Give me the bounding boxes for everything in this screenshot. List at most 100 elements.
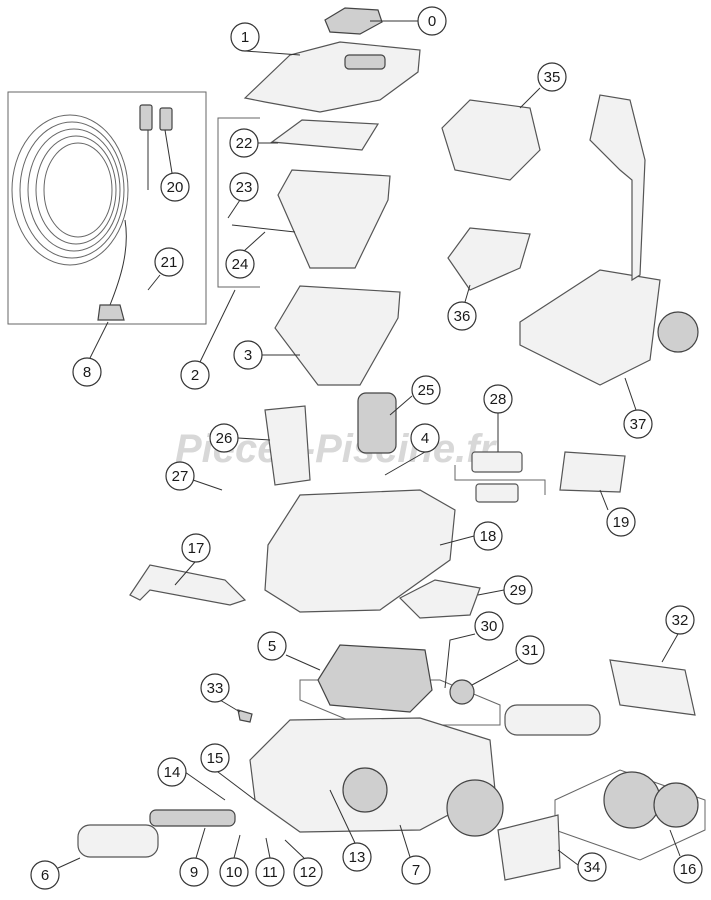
callout-35[interactable]: 35 xyxy=(519,62,567,109)
callout-8[interactable]: 8 xyxy=(72,321,109,387)
callout-10-number: 10 xyxy=(226,864,243,881)
callout-19[interactable]: 19 xyxy=(599,489,636,537)
callout-5[interactable]: 5 xyxy=(257,631,321,671)
callout-23-number: 23 xyxy=(236,179,253,196)
power-supply-drawing xyxy=(441,99,541,181)
callout-0-number: 0 xyxy=(428,13,436,30)
caddy-wheel-drawing xyxy=(657,311,699,353)
connector-drawing xyxy=(139,104,153,131)
callout-26-number: 26 xyxy=(216,430,233,447)
clip-b-drawing xyxy=(475,483,519,503)
callout-16[interactable]: 16 xyxy=(669,829,703,884)
callout-33[interactable]: 33 xyxy=(200,673,241,713)
callout-14[interactable]: 14 xyxy=(157,757,226,801)
flap-drawing xyxy=(497,814,561,881)
bracket-drawing xyxy=(559,451,626,493)
callout-24[interactable]: 24 xyxy=(225,231,266,279)
callout-30[interactable]: 30 xyxy=(444,611,504,689)
callout-29-number: 29 xyxy=(510,582,527,599)
callout-27[interactable]: 27 xyxy=(165,461,223,491)
axle-drawing xyxy=(149,809,236,827)
psu-base-drawing xyxy=(447,227,531,291)
gear-drawing xyxy=(449,679,475,705)
small-clip-drawing xyxy=(237,709,253,723)
track-wheel-drawing xyxy=(342,767,388,813)
callout-7[interactable]: 7 xyxy=(399,824,431,885)
clip-group-frame xyxy=(454,465,546,495)
callout-31[interactable]: 31 xyxy=(471,635,545,686)
callout-4-number: 4 xyxy=(421,430,429,447)
caddy-base-drawing xyxy=(519,269,661,386)
callout-12[interactable]: 12 xyxy=(284,839,323,887)
callout-23[interactable]: 23 xyxy=(227,172,259,219)
callout-8-number: 8 xyxy=(83,364,91,381)
top-handle-drawing xyxy=(324,7,383,35)
callout-6[interactable]: 6 xyxy=(30,857,81,890)
callout-13[interactable]: 13 xyxy=(329,789,372,872)
filter-basket-lower-drawing xyxy=(274,285,401,386)
callout-37[interactable]: 37 xyxy=(623,377,653,439)
callouts: 0 1 2 3 4 5 6 xyxy=(30,6,703,890)
connector-cap-drawing xyxy=(159,107,173,131)
callout-22[interactable]: 22 xyxy=(229,128,278,158)
impeller-drawing xyxy=(357,392,397,454)
callout-1-number: 1 xyxy=(241,29,249,46)
callout-9[interactable]: 9 xyxy=(179,827,209,887)
callout-5-number: 5 xyxy=(268,638,276,655)
cable-coil-drawing xyxy=(11,110,149,321)
callout-32-number: 32 xyxy=(672,612,689,629)
callout-7-number: 7 xyxy=(412,862,420,879)
part-drawings xyxy=(11,7,699,881)
side-handle-drawing xyxy=(129,564,247,606)
callout-9-number: 9 xyxy=(190,864,198,881)
callout-16-number: 16 xyxy=(680,861,697,878)
callout-36[interactable]: 36 xyxy=(447,284,477,331)
callout-35-number: 35 xyxy=(544,69,561,86)
drive-wheel-drawing xyxy=(446,779,504,837)
callout-28[interactable]: 28 xyxy=(483,384,513,452)
filter-group-frame xyxy=(217,117,260,288)
body-drawing xyxy=(264,489,456,613)
filter-cover-drawing xyxy=(264,405,311,486)
callout-2-number: 2 xyxy=(191,367,199,384)
wheel-tire-drawing xyxy=(653,782,699,828)
callout-37-number: 37 xyxy=(630,416,647,433)
callout-25[interactable]: 25 xyxy=(389,375,441,416)
callout-24-number: 24 xyxy=(232,256,249,273)
callout-32[interactable]: 32 xyxy=(661,605,695,663)
callout-11[interactable]: 11 xyxy=(255,837,285,887)
callout-27-number: 27 xyxy=(172,468,189,485)
callout-1[interactable]: 1 xyxy=(230,22,301,56)
motor-block-drawing xyxy=(317,644,433,713)
filter-basket-upper-drawing xyxy=(277,169,391,269)
cover-window-drawing xyxy=(344,54,386,70)
callout-34-number: 34 xyxy=(584,859,601,876)
callout-31-number: 31 xyxy=(522,642,539,659)
callout-2[interactable]: 2 xyxy=(180,289,236,390)
caddy-handle-drawing xyxy=(589,94,646,282)
callout-15[interactable]: 15 xyxy=(200,743,256,801)
callout-4[interactable]: 4 xyxy=(384,423,440,476)
callout-11-number: 11 xyxy=(262,864,278,881)
filter-gasket-drawing xyxy=(270,119,380,151)
callout-0[interactable]: 0 xyxy=(370,6,447,36)
callout-3-number: 3 xyxy=(244,347,252,364)
brush-roller-left-drawing xyxy=(77,824,159,858)
callout-20[interactable]: 20 xyxy=(160,129,190,202)
callout-21[interactable]: 21 xyxy=(147,247,184,291)
callout-29[interactable]: 29 xyxy=(477,575,533,605)
callout-14-number: 14 xyxy=(164,764,181,781)
callout-20-number: 20 xyxy=(167,179,184,196)
filter-mesh-drawing xyxy=(231,224,296,233)
callout-30-number: 30 xyxy=(481,618,498,635)
callout-3[interactable]: 3 xyxy=(233,340,300,370)
callout-25-number: 25 xyxy=(418,382,435,399)
clip-a-drawing xyxy=(471,451,523,473)
callout-26[interactable]: 26 xyxy=(209,423,271,453)
callout-17-number: 17 xyxy=(188,540,205,557)
callout-18[interactable]: 18 xyxy=(439,521,503,551)
callout-28-number: 28 xyxy=(490,391,507,408)
callout-34[interactable]: 34 xyxy=(557,849,607,882)
callout-10[interactable]: 10 xyxy=(219,834,249,887)
callout-17[interactable]: 17 xyxy=(174,533,211,586)
